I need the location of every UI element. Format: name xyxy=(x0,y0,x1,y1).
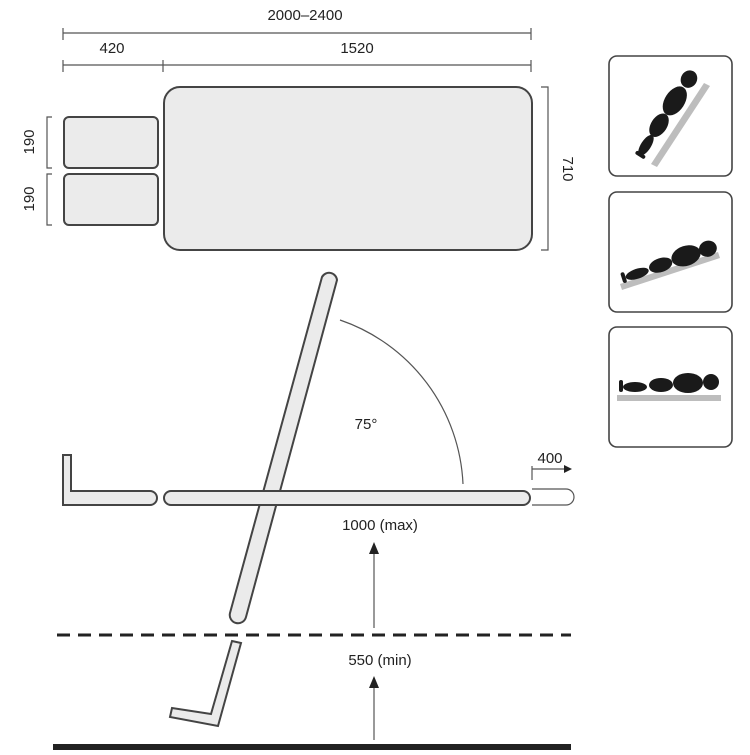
person-reclined-icon xyxy=(608,191,733,313)
tilt-angle-label: 75° xyxy=(355,416,378,433)
upper-head-width-bracket xyxy=(46,116,52,169)
upper-head-width-label: 190 xyxy=(21,129,38,154)
total-length-label: 2000–2400 xyxy=(267,7,342,24)
extension-outline xyxy=(532,488,575,506)
main-section-length-label: 1520 xyxy=(340,40,373,57)
lower-head-width-label: 190 xyxy=(21,186,38,211)
icon-frame-1 xyxy=(608,55,733,177)
table-width-bracket xyxy=(541,86,549,251)
max-height-arrow-head xyxy=(369,542,379,554)
max-height-label: 1000 (max) xyxy=(342,517,418,534)
extension-arrow-head xyxy=(564,465,572,473)
extension-label: 400 xyxy=(537,450,562,467)
tilt-angle-arc xyxy=(339,319,464,485)
main-table-top xyxy=(163,86,533,251)
tilted-table-board xyxy=(228,271,339,625)
horizontal-table-board xyxy=(163,490,531,506)
person-standing-tilted-icon xyxy=(608,55,733,177)
section-length-dimensions: 420 1520 xyxy=(62,40,532,72)
person-lying-flat-icon xyxy=(608,326,733,448)
floor-line xyxy=(53,744,571,750)
lower-head-width-bracket xyxy=(46,173,52,226)
extension-dimension: 400 xyxy=(531,450,572,480)
icon-bed-3 xyxy=(617,395,721,401)
head-rest-side xyxy=(62,454,158,506)
table-width-dimension: 710 xyxy=(541,86,576,251)
min-height-label: 550 (min) xyxy=(348,652,411,669)
head-part-lower xyxy=(63,173,159,226)
lowered-board-end xyxy=(168,639,243,728)
total-length-dimension: 2000–2400 xyxy=(62,7,532,40)
icon-bed-1 xyxy=(651,83,710,167)
min-height-arrow-head xyxy=(369,676,379,688)
head-section-length-label: 420 xyxy=(99,40,124,57)
table-width-label: 710 xyxy=(559,156,576,181)
head-part-upper xyxy=(63,116,159,169)
head-width-dimensions: 190 190 xyxy=(21,116,52,226)
